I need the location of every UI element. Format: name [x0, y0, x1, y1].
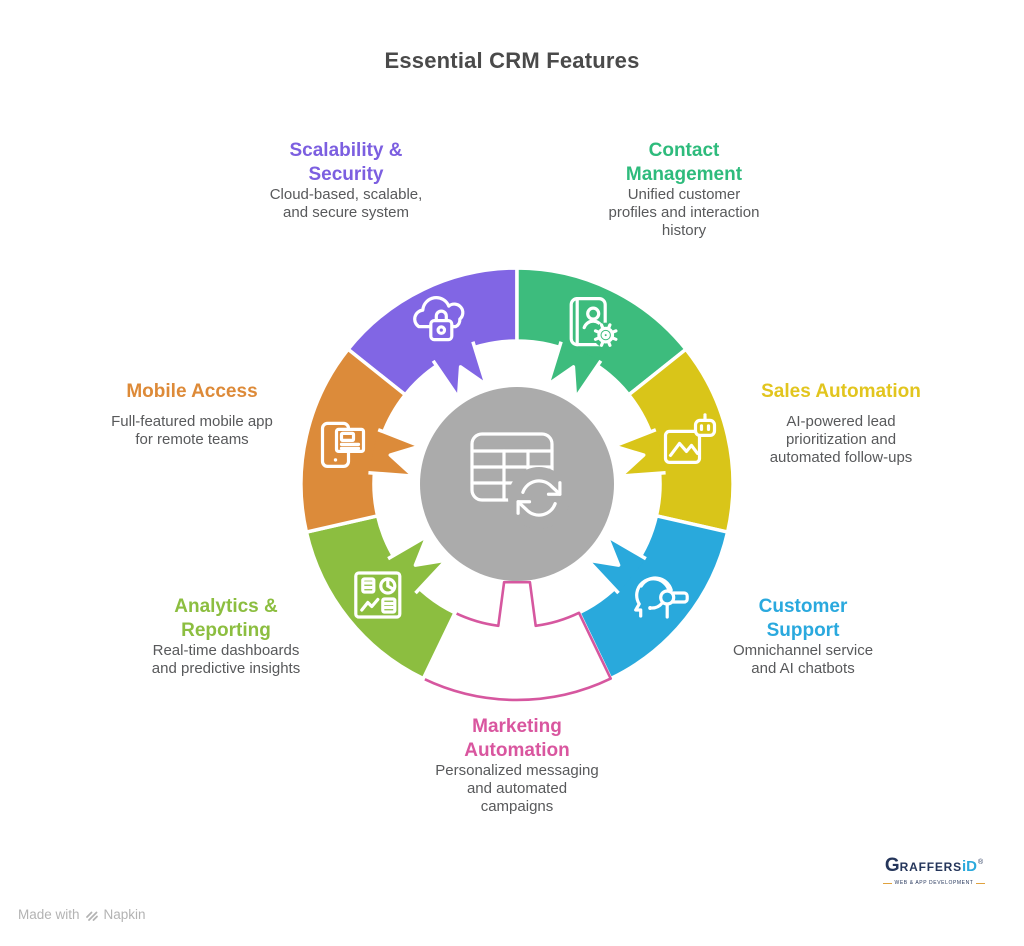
- mobile-doc-icon: [320, 421, 366, 468]
- feature-title-line: Customer: [758, 596, 848, 617]
- feature-title-mobile-access: Mobile Access: [62, 380, 322, 404]
- feature-desc-line: Personalized messaging: [435, 762, 599, 779]
- feature-desc-line: history: [661, 222, 707, 239]
- feature-desc-line: Omnichannel service: [732, 642, 874, 659]
- feature-desc-line: and secure system: [283, 204, 409, 221]
- napkin-credit: Made with Napkin: [18, 907, 146, 922]
- cloud-lock-icon: [413, 296, 465, 342]
- feature-desc-line: Real-time dashboards: [152, 642, 300, 659]
- tagline-dash-left-icon: [882, 882, 892, 884]
- logo-letter-g: G: [884, 855, 900, 876]
- segment-sales-automation-arrow: [612, 428, 666, 478]
- feature-desc-line: and AI chatbots: [751, 660, 855, 677]
- feature-title-line: Management: [625, 164, 743, 185]
- feature-title-line: Mobile Access: [126, 381, 258, 402]
- logo-id-text: iD: [961, 858, 977, 875]
- table-sync-icon: [470, 432, 570, 529]
- analytics-doc-icon: [354, 571, 402, 619]
- feature-title-line: Reporting: [181, 620, 271, 641]
- feature-desc-line: for remote teams: [135, 431, 249, 448]
- feature-desc-line: and predictive insights: [151, 660, 301, 677]
- image-robot-icon: [663, 413, 717, 464]
- segment-marketing-automation: [422, 580, 612, 702]
- napkin-brand-text: Napkin: [103, 907, 146, 922]
- feature-title-line: Support: [766, 620, 840, 641]
- segment-contact-management-arrow: [546, 341, 603, 400]
- page-title: Essential CRM Features: [384, 48, 640, 73]
- registered-mark-icon: ®: [977, 859, 984, 866]
- segment-customer-support-arrow: [586, 534, 647, 595]
- segment-scalability-security-arrow: [431, 341, 488, 400]
- feature-title-line: Contact: [648, 140, 720, 161]
- tagline-dash-right-icon: [976, 882, 986, 884]
- graffersid-wordmark: G RAFFERS iD ®: [885, 856, 983, 880]
- feature-title-line: Sales Automation: [761, 381, 921, 402]
- feature-title-scalability-security: Scalability & Security: [221, 139, 471, 187]
- logo-tagline: WEB & APP DEVELOPMENT: [894, 880, 974, 886]
- graffersid-logo: G RAFFERS iD ® WEB & APP DEVELOPMENT: [882, 856, 986, 886]
- feature-desc-line: Cloud-based, scalable,: [269, 186, 423, 203]
- feature-desc-line: Unified customer: [627, 186, 741, 203]
- graffersid-tagline: WEB & APP DEVELOPMENT: [882, 880, 986, 886]
- feature-title-line: Analytics &: [174, 596, 278, 617]
- feature-title-line: Security: [308, 164, 384, 185]
- feature-desc-scalability-security: Cloud-based, scalable,and secure system: [221, 186, 471, 222]
- feature-desc-line: automated follow-ups: [769, 449, 913, 466]
- feature-title-sales-automation: Sales Automation: [716, 380, 966, 404]
- headset-icon: [634, 576, 689, 619]
- made-with-text: Made with: [18, 907, 80, 922]
- feature-title-analytics-reporting: Analytics & Reporting: [101, 595, 351, 643]
- feature-title-line: Scalability &: [289, 140, 403, 161]
- segment-mobile-access-arrow: [368, 428, 422, 478]
- feature-desc-line: profiles and interaction: [608, 204, 760, 221]
- contact-book-gear-icon: [569, 297, 619, 348]
- feature-desc-line: prioritization and: [785, 431, 897, 448]
- feature-title-line: Automation: [464, 740, 570, 761]
- feature-desc-line: and automated: [466, 780, 568, 797]
- feature-desc-line: AI-powered lead: [786, 413, 896, 430]
- napkin-logo-icon: [85, 911, 98, 921]
- feature-desc-line: Full-featured mobile app: [111, 413, 273, 430]
- feature-title-line: Marketing: [472, 716, 562, 737]
- segment-analytics-reporting-arrow: [387, 534, 448, 595]
- logo-text: RAFFERS: [899, 860, 962, 874]
- feature-desc-line: campaigns: [480, 798, 554, 815]
